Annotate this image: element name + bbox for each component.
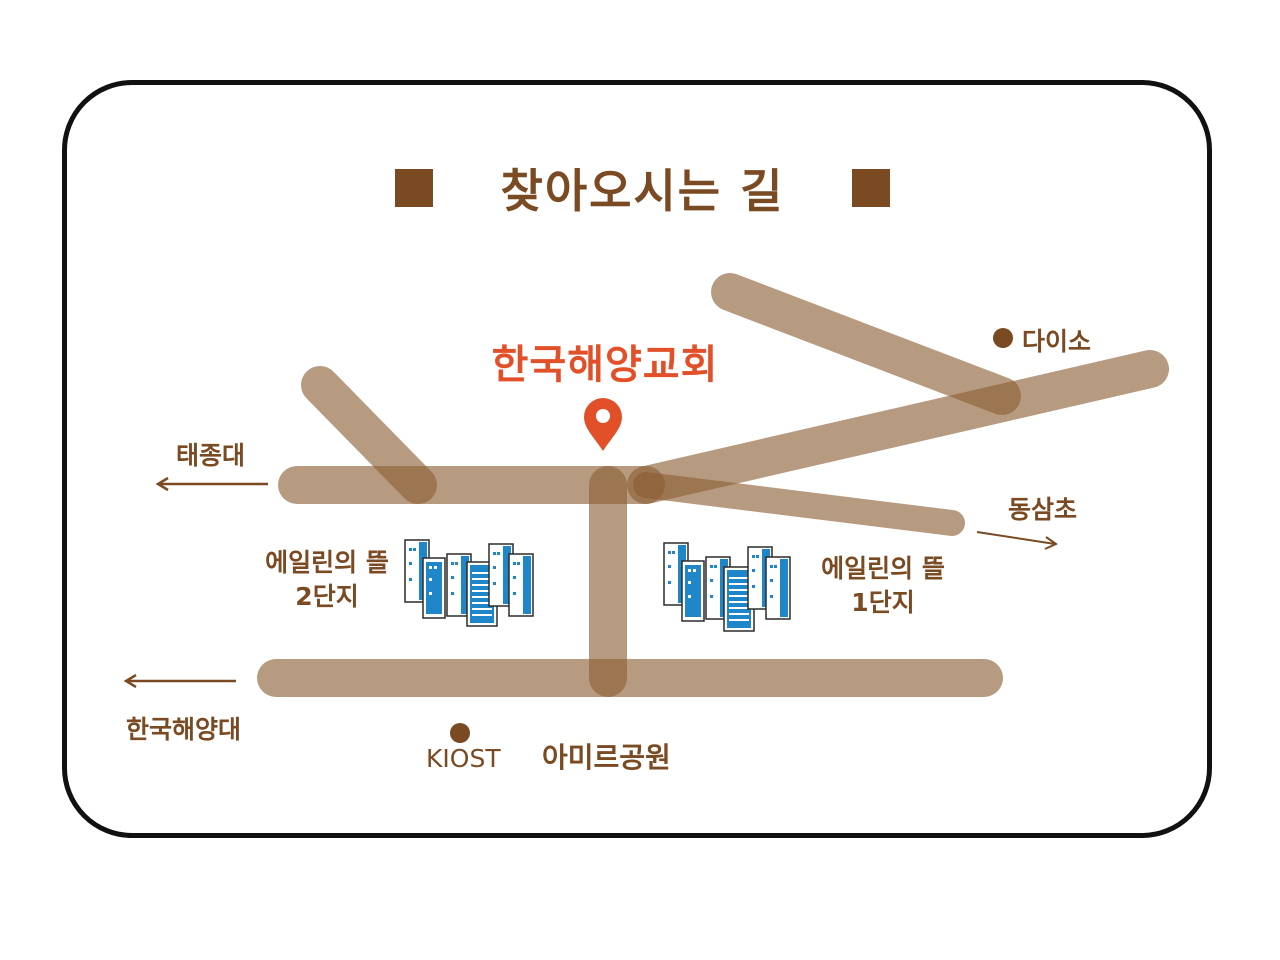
- dongsamcho-label: 동삼초: [1008, 495, 1078, 524]
- roads: [257, 273, 1169, 697]
- arrow-right-icon: [976, 531, 1059, 550]
- kiost-dot-icon: [450, 723, 470, 743]
- complex-2-line1: 에일린의 뜰: [265, 548, 389, 577]
- apartment-buildings-icon: [663, 542, 791, 632]
- apartment-buildings-icon: [404, 539, 534, 627]
- taejongdae-label: 태종대: [176, 441, 246, 470]
- road-to-dongsamcho: [633, 472, 965, 536]
- daiso-dot-icon: [993, 328, 1013, 348]
- title-square-left: [395, 169, 433, 207]
- complex-2-line2: 2단지: [295, 582, 359, 611]
- road-diagonal-northwest: [301, 366, 437, 504]
- map-card: [62, 80, 1212, 838]
- complex-1-line1: 에일린의 뜰: [821, 554, 945, 583]
- complex-1-label: 에일린의 뜰 1단지: [818, 552, 948, 620]
- location-pin-icon: [584, 398, 622, 451]
- road-to-daiso: [627, 350, 1169, 504]
- title-text: 찾아오시는 길: [500, 164, 785, 218]
- amir-park-label: 아미르공원: [542, 741, 671, 774]
- road-northeast: [711, 273, 1021, 415]
- kiost-label: KIOST: [426, 744, 501, 773]
- page-title: 찾아오시는 길: [395, 158, 890, 218]
- arrow-left-icon: [123, 673, 236, 689]
- korea-maritime-univ-label: 한국해양대: [126, 715, 242, 744]
- title-square-right: [852, 169, 890, 207]
- daiso-label: 다이소: [1022, 327, 1092, 356]
- complex-1-line2: 1단지: [851, 588, 915, 617]
- arrow-left-icon: [155, 476, 268, 492]
- church-label: 한국해양교회: [491, 342, 719, 388]
- complex-2-label: 에일린의 뜰 2단지: [262, 546, 392, 614]
